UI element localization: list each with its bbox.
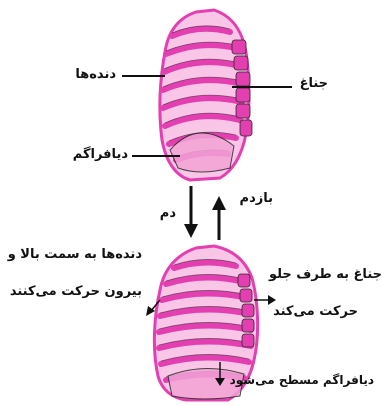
label-diaphragm-bottom: دیافراگم مسطح می‌شود xyxy=(230,372,374,388)
label-ribs-bottom-line1: دنده‌ها به سمت بالا و xyxy=(8,247,142,263)
ribcage-top xyxy=(160,10,252,180)
inhale-arrow-head xyxy=(184,224,198,238)
label-ribs-bottom-line2: بیرون حرکت می‌کنند xyxy=(10,284,142,300)
exhale-arrow-head xyxy=(212,196,226,210)
label-sternum-bottom-line2: حرکت می‌کند xyxy=(273,304,358,320)
label-sternum-top: جناغ xyxy=(300,76,328,92)
label-exhale: بازدم xyxy=(240,191,273,207)
label-diaphragm-top: دیافراگم xyxy=(73,147,128,163)
label-ribs-top: دنده‌ها xyxy=(75,67,116,83)
label-sternum-bottom-line1: جناغ به طرف جلو xyxy=(269,267,382,283)
label-inhale: دم xyxy=(160,206,176,222)
cycle-arrows xyxy=(184,186,226,240)
